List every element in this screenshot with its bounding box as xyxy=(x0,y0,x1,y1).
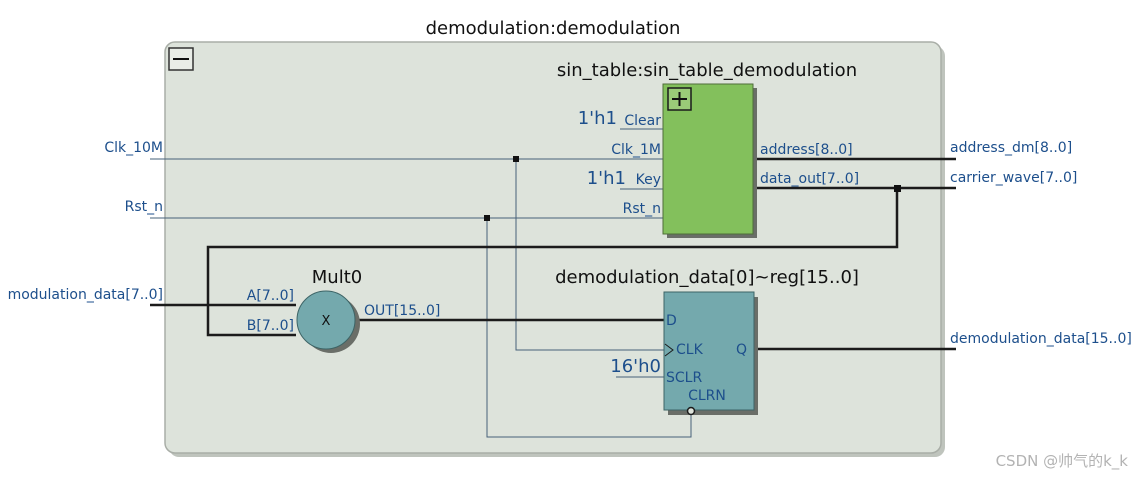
expand-icon[interactable] xyxy=(667,87,692,111)
wire-clk-to-reg xyxy=(515,159,664,351)
const-clear: 1'h1 xyxy=(578,108,617,129)
bus-carrier-to-mult xyxy=(206,188,899,337)
pin-d: D xyxy=(666,313,677,329)
module-title: demodulation:demodulation xyxy=(426,18,681,39)
pin-reg-clk: CLK xyxy=(676,342,704,358)
junction-clk xyxy=(513,156,519,162)
pin-data-out: data_out[7..0] xyxy=(760,171,859,187)
junction-rst xyxy=(484,215,490,221)
port-clk: Clk_10M xyxy=(104,140,163,156)
pin-key: Key xyxy=(636,172,661,188)
wire-rst-to-clrn xyxy=(486,218,692,438)
clrn-bubble xyxy=(686,406,696,416)
junction-carrier xyxy=(894,185,901,192)
register-block[interactable] xyxy=(663,291,755,411)
multiplier-block[interactable] xyxy=(296,290,356,350)
sin-table-title: sin_table:sin_table_demodulation xyxy=(557,60,857,81)
pin-q: Q xyxy=(736,342,747,358)
const-sclr: 16'h0 xyxy=(610,356,661,377)
pin-clk-1m: Clk_1M xyxy=(611,142,661,158)
pin-a: A[7..0] xyxy=(247,288,294,304)
port-address-dm: address_dm[8..0] xyxy=(950,140,1072,156)
port-carrier-wave: carrier_wave[7..0] xyxy=(950,170,1077,186)
pin-clear: Clear xyxy=(624,113,661,129)
mult-title: Mult0 xyxy=(312,267,362,288)
pin-address: address[8..0] xyxy=(760,142,853,158)
reg-title: demodulation_data[0]~reg[15..0] xyxy=(555,267,859,288)
port-demodulation-data: demodulation_data[15..0] xyxy=(950,331,1132,347)
collapse-icon[interactable] xyxy=(168,47,194,71)
clk-triangle xyxy=(664,343,674,357)
pin-sclr: SCLR xyxy=(666,370,702,386)
pin-clrn: CLRN xyxy=(688,388,726,404)
pin-out: OUT[15..0] xyxy=(364,303,440,319)
mult-symbol: X xyxy=(322,314,331,329)
pin-b: B[7..0] xyxy=(247,318,294,334)
port-rst: Rst_n xyxy=(125,199,163,215)
watermark: CSDN @帅气的k_k xyxy=(996,452,1129,471)
const-key: 1'h1 xyxy=(587,168,626,189)
pin-rst-n: Rst_n xyxy=(623,201,661,217)
port-modulation-data: modulation_data[7..0] xyxy=(8,287,163,303)
